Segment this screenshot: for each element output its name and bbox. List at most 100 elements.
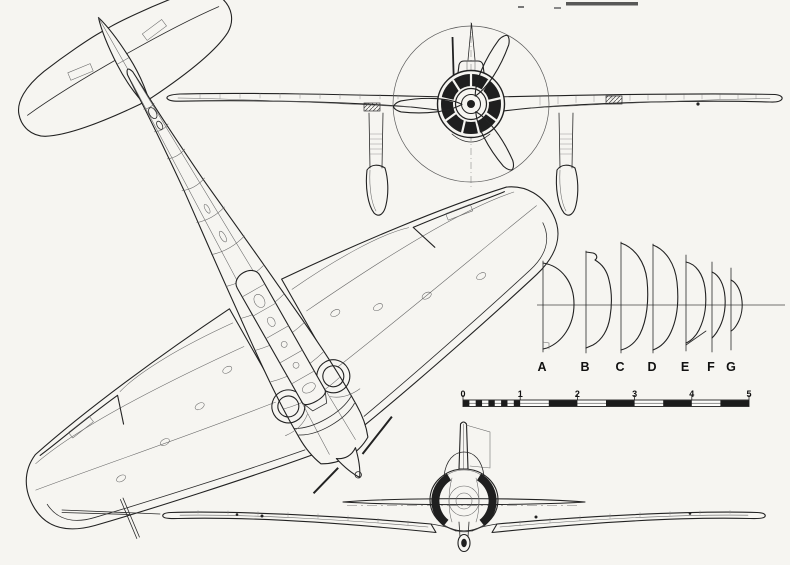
plan-left-aileron	[39, 394, 125, 456]
front-left-aileron-mark	[363, 102, 381, 112]
aileron-tabs	[68, 203, 474, 439]
section-label: A	[537, 360, 546, 374]
front-right-wing-spar	[530, 98, 771, 109]
wheel-spat-line	[369, 169, 377, 212]
front-left-landing-gear	[365, 112, 389, 216]
wheel-inner	[322, 365, 345, 388]
section-F: F	[707, 261, 726, 374]
tailplane	[17, 0, 233, 137]
tailwheel-hub	[461, 538, 467, 548]
headrest	[253, 294, 266, 308]
plan-right-aileron	[412, 191, 506, 248]
gear-strut	[558, 112, 574, 169]
section-label: F	[707, 360, 715, 374]
gear-strut	[368, 112, 384, 169]
scale-tick-label: 1	[518, 389, 523, 399]
top-edge-artifacts	[518, 2, 638, 9]
rear-tailwheel	[457, 521, 471, 553]
pitot-tube	[120, 497, 140, 539]
spinner-plan	[335, 447, 361, 478]
flap-lines	[119, 227, 410, 392]
scale-bar: 0 1 2 3 4 5	[460, 389, 752, 407]
plan-left-wing	[25, 308, 313, 530]
rear-wing-dot	[260, 514, 264, 518]
wheel-spat	[365, 164, 389, 216]
rear-cowl-dark-right	[476, 473, 497, 527]
canopy-frames	[241, 283, 315, 385]
section-G: G	[726, 267, 743, 374]
plan-right-wing	[281, 186, 559, 426]
rear-wing-ribs	[197, 510, 731, 526]
rear-fuselage	[429, 468, 499, 532]
front-right-landing-gear	[555, 112, 579, 216]
canopy-plan	[235, 269, 328, 412]
tailwheel-plan	[148, 107, 158, 120]
spinner-tip	[354, 471, 362, 479]
rear-flap-lines	[179, 514, 749, 528]
propeller-blades	[392, 34, 515, 171]
cowl-ring-plan	[293, 395, 355, 436]
section-E: E	[681, 254, 707, 374]
rear-wing-dot	[534, 515, 538, 519]
front-view	[166, 22, 783, 216]
front-left-wing-ribs	[199, 93, 399, 100]
fuselage-cross-sections: A B C D E F	[537, 241, 785, 374]
windshield	[455, 60, 487, 90]
scale-bar-segments	[463, 400, 749, 407]
rear-wing-dot	[688, 512, 692, 515]
wing-inspection-hatches	[116, 272, 487, 483]
front-right-walkway-mark	[605, 95, 623, 105]
rear-wing-fillets	[430, 523, 498, 532]
spat-fairings	[285, 388, 361, 436]
canopy-detail	[302, 382, 316, 394]
plan-view	[17, 0, 559, 539]
plan-left-spars	[35, 346, 276, 491]
fin-tip-front	[467, 22, 476, 61]
section-label: B	[580, 360, 589, 374]
rear-fin	[458, 421, 469, 470]
artifact-tick	[554, 7, 561, 9]
wheel-inner	[277, 395, 300, 418]
chin-scoop	[451, 133, 491, 143]
prop-hub	[467, 100, 475, 108]
rear-canopy-arch	[443, 451, 485, 477]
tailwheel-plan	[156, 120, 164, 130]
front-right-wing-dot	[696, 102, 700, 106]
canopy-detail	[292, 361, 300, 369]
rear-view	[61, 421, 766, 553]
section-label: G	[726, 360, 736, 374]
artifact-bar	[566, 2, 638, 6]
elevator-tabs	[67, 19, 167, 81]
scale-tick-label: 2	[575, 389, 580, 399]
scale-tick-label: 3	[632, 389, 637, 399]
prop-blades-plan	[312, 415, 393, 495]
oleo-stripes	[370, 133, 382, 155]
rear-engine-circle	[455, 492, 473, 510]
windscreen-plan	[302, 389, 328, 412]
wheel-spat-line	[559, 169, 567, 212]
section-B: B	[580, 250, 612, 374]
spine-hatch	[218, 230, 227, 243]
prop-blade	[392, 97, 463, 114]
tailwheel-strut	[458, 521, 470, 538]
canopy-detail	[280, 341, 288, 348]
prop-blade	[474, 34, 510, 97]
prop-blade	[475, 111, 515, 171]
scale-ticks	[462, 395, 750, 400]
plan-left-le-line	[46, 449, 306, 521]
rear-fuselage-lines	[448, 477, 480, 523]
tailwheel-tire	[457, 533, 471, 553]
section-C: C	[615, 241, 649, 374]
rear-tailplane	[342, 498, 586, 506]
section-D: D	[647, 243, 679, 374]
rear-pitot	[61, 509, 161, 515]
section-label: E	[681, 360, 689, 374]
rear-right-wing	[491, 511, 766, 534]
section-A: A	[537, 260, 575, 374]
canopy-outline	[235, 269, 326, 405]
spine-hatch	[203, 204, 211, 214]
rear-cowl-dark-left	[431, 473, 452, 527]
